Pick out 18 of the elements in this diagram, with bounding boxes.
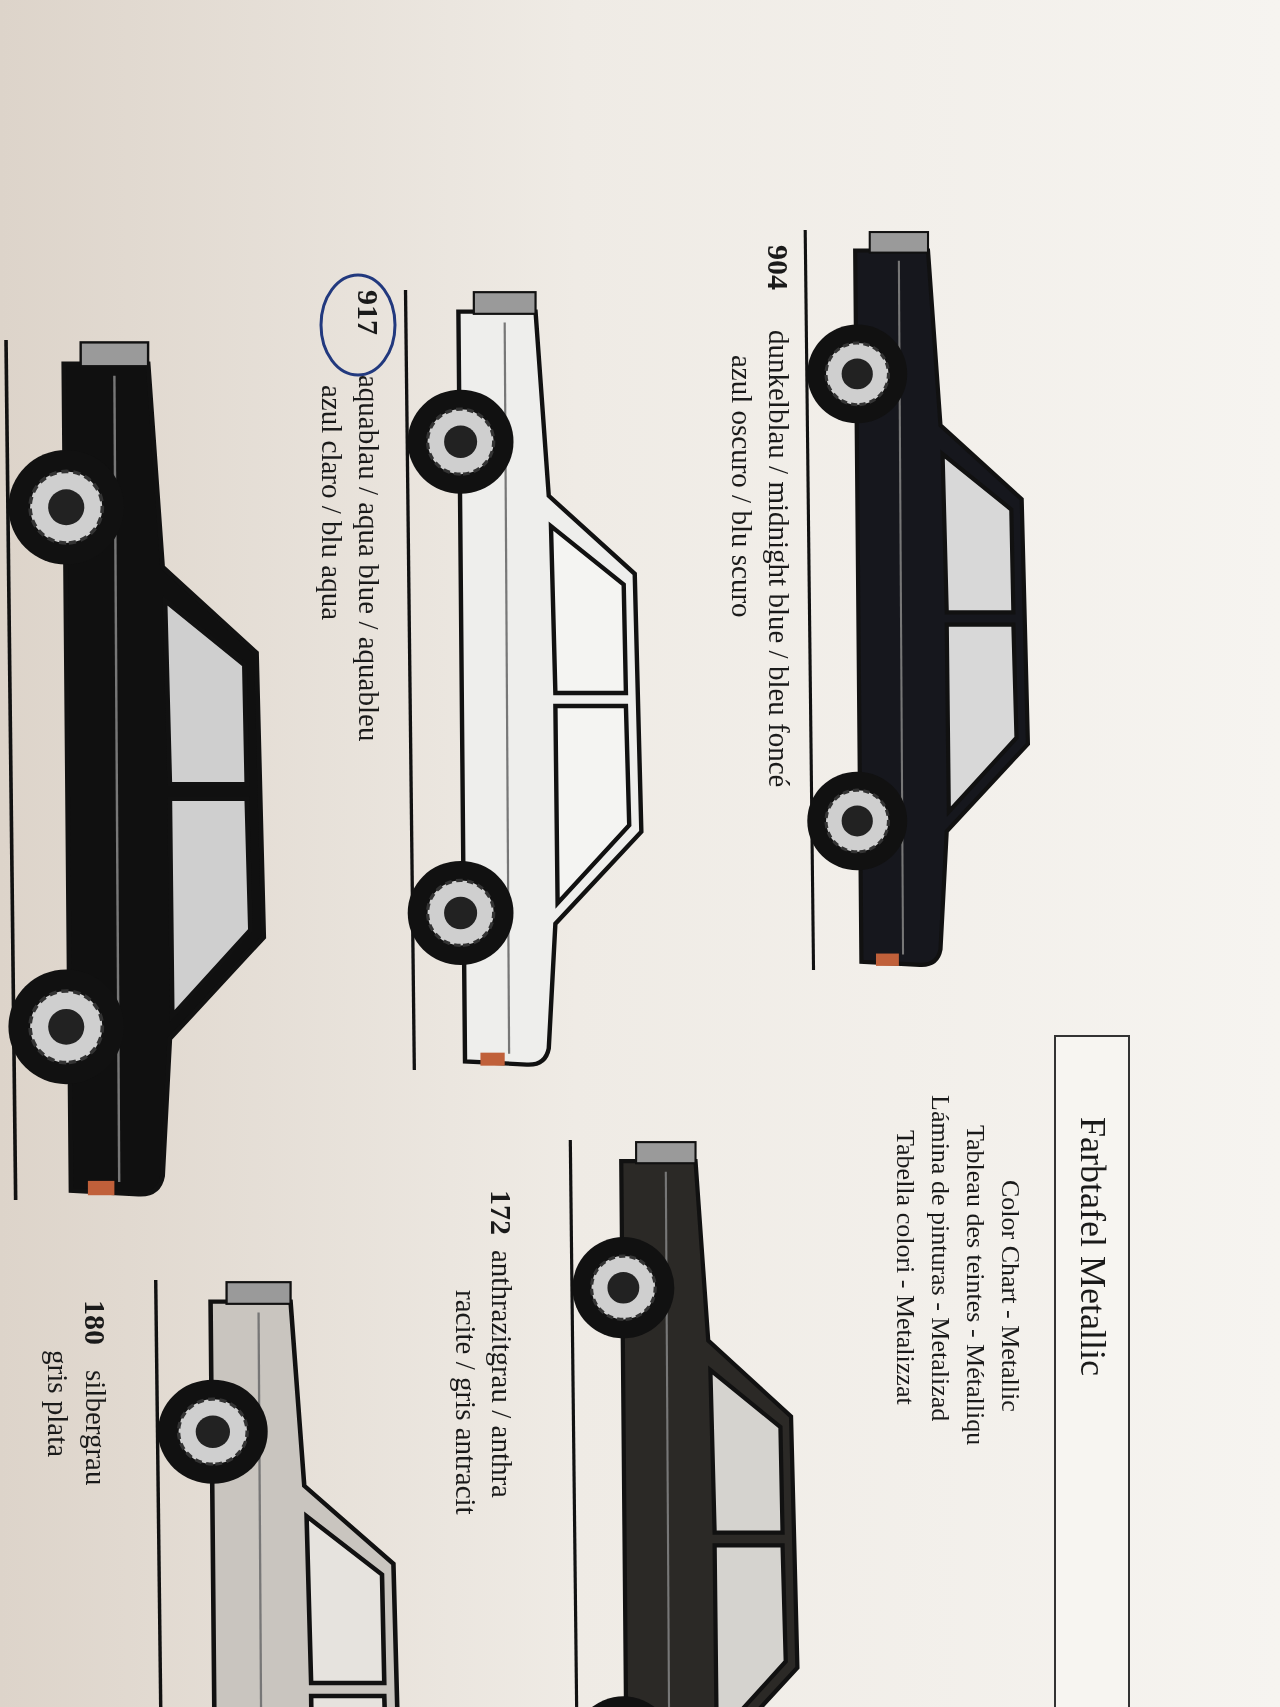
chart-title: Farbtafel Metallic (1072, 1117, 1114, 1376)
color-name: silbergrau (79, 1370, 112, 1486)
color-name: azul claro / blu aqua (315, 385, 348, 621)
subtitle: Tableau des teintes - Métalliqu (960, 1125, 990, 1446)
color-name: aquablau / aqua blue / aquableu (352, 375, 385, 742)
color-name: racite / gris antracit (449, 1290, 482, 1515)
subtitle: Tabella colori - Metalizzat (890, 1130, 920, 1405)
subtitle: Lámina de pinturas - Metalizad (925, 1095, 955, 1422)
title-box (1054, 1035, 1130, 1707)
color-code: 172 (484, 1190, 518, 1235)
subtitle: Color Chart - Metallic (995, 1180, 1025, 1412)
color-name: gris plata (41, 1350, 74, 1458)
color-name: dunkelblau / midnight blue / bleu foncé (762, 330, 795, 788)
color-code: 917 (351, 290, 385, 335)
color-code: 180 (78, 1300, 112, 1345)
color-name: anthrazitgrau / anthra (485, 1250, 518, 1498)
color-name: azul oscuro / blu scuro (725, 355, 758, 618)
color-code: 904 (761, 245, 795, 290)
